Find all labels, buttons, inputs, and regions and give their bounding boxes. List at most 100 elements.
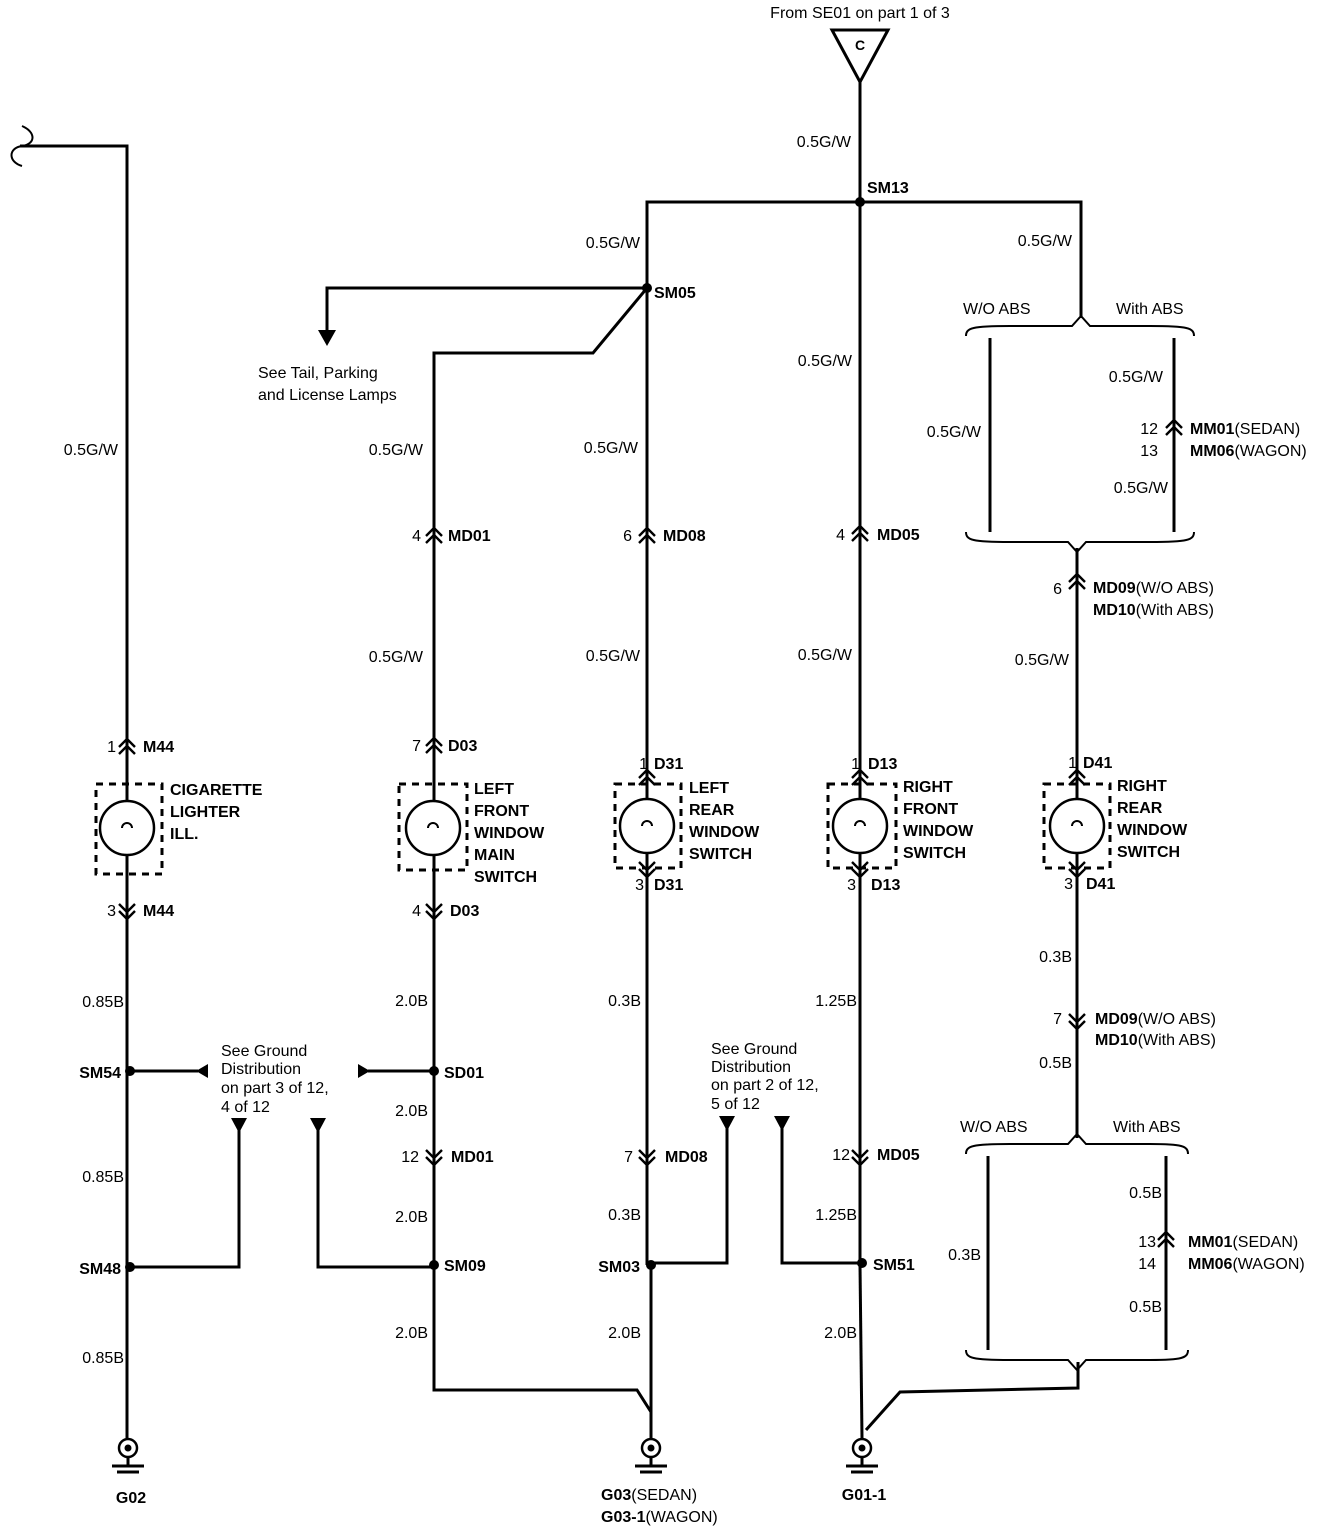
- bulb-icon: [618, 797, 676, 855]
- pin-number: 3: [635, 877, 644, 894]
- chevron-mm-upper: [1165, 418, 1183, 436]
- pin-number: 7: [1053, 1011, 1062, 1028]
- ground-g03: [635, 1437, 667, 1474]
- reference-ground-a: on part 3 of 12,: [221, 1080, 329, 1097]
- pin-number: 13: [1138, 1234, 1156, 1251]
- splice-label-sm05: SM05: [654, 285, 696, 302]
- pin-number: 6: [1053, 581, 1062, 598]
- reference-tail-lamps: See Tail, Parking: [258, 365, 378, 382]
- wire-label: 0.5G/W: [1114, 480, 1169, 497]
- source-connector: C: [829, 28, 891, 86]
- chevron-md08-top: [638, 526, 656, 544]
- connector-name: MD01: [451, 1149, 494, 1166]
- ground-label-g03: G03(SEDAN): [601, 1487, 697, 1504]
- wire-label: 0.85B: [82, 1350, 124, 1367]
- arrow-ground-a-right: [358, 1064, 370, 1078]
- wire-label: 0.5G/W: [369, 649, 424, 666]
- ground-label-g01-1: G01-1: [842, 1487, 887, 1504]
- splice-dots: [125, 197, 867, 1272]
- pin-number: 7: [624, 1149, 633, 1166]
- arrowheads: [196, 330, 790, 1133]
- splice-label-sm03: SM03: [598, 1259, 640, 1276]
- splice-dot-sm09: [429, 1260, 439, 1270]
- connector-name: D03: [450, 903, 479, 920]
- pin-number: 3: [1064, 876, 1073, 893]
- chevron-d31-bot: [638, 861, 656, 879]
- wire-label: 0.5B: [1039, 1055, 1072, 1072]
- wire-labels: 0.5G/W 0.5G/W 0.5G/W 0.5G/W 0.5G/W 0.5G/…: [64, 134, 1169, 1367]
- chevron-d41-top: [1068, 768, 1086, 786]
- wire-label: 0.85B: [82, 994, 124, 1011]
- option-labels: W/O ABS With ABS W/O ABS With ABS: [960, 301, 1184, 1136]
- wire-label: 0.5G/W: [369, 442, 424, 459]
- connector-name: MM06(WAGON): [1188, 1256, 1305, 1273]
- connector-name: M44: [143, 903, 174, 920]
- connector-name: MD05: [877, 527, 920, 544]
- chevron-md09-lower: [1068, 1013, 1086, 1031]
- reference-ground-a: Distribution: [221, 1061, 301, 1078]
- connector-name: MM01(SEDAN): [1188, 1234, 1298, 1251]
- pin-number: 4: [836, 527, 845, 544]
- chevron-md01-bot: [425, 1149, 443, 1167]
- bulb-icon: [404, 799, 462, 857]
- component-left-front-window-main-switch: [397, 782, 469, 872]
- bulb-icon: [1048, 797, 1106, 855]
- splice-label-sm54: SM54: [79, 1065, 121, 1082]
- connector-name: MD09(W/O ABS): [1093, 580, 1214, 597]
- connector-name: D41: [1083, 755, 1112, 772]
- wire-label: 0.5G/W: [798, 353, 853, 370]
- wire-label: 1.25B: [815, 1207, 857, 1224]
- component-name-left-rear-window-switch: LEFT REAR WINDOW SWITCH: [689, 780, 764, 863]
- chevron-md09-upper: [1068, 572, 1086, 590]
- connector-name: D31: [654, 877, 683, 894]
- wire-label: 0.5G/W: [1015, 652, 1070, 669]
- option-wo-abs: W/O ABS: [960, 1119, 1028, 1136]
- splice-label-sm09: SM09: [444, 1258, 486, 1275]
- option-braces: [965, 314, 1195, 1372]
- wire-label: 0.3B: [948, 1247, 981, 1264]
- pin-number: 1: [851, 756, 860, 773]
- chevron-md01-top: [425, 526, 443, 544]
- wire-label: 0.5B: [1129, 1299, 1162, 1316]
- reference-ground-b: on part 2 of 12,: [711, 1077, 819, 1094]
- chevron-mm-lower: [1157, 1230, 1175, 1248]
- splice-dot-sm03: [646, 1260, 656, 1270]
- connector-name: MD08: [663, 528, 706, 545]
- pin-number: 4: [412, 528, 421, 545]
- source-label: From SE01 on part 1 of 3: [770, 5, 950, 22]
- wire-label: 0.3B: [608, 1207, 641, 1224]
- connector-name: D41: [1086, 876, 1115, 893]
- component-name-right-front-window-switch: RIGHT FRONT WINDOW SWITCH: [903, 779, 978, 862]
- wire-label: 2.0B: [395, 1325, 428, 1342]
- connector-name: MD08: [665, 1149, 708, 1166]
- chevron-d03-bot: [425, 903, 443, 921]
- pin-number: 1: [639, 756, 648, 773]
- wire-label: 2.0B: [608, 1325, 641, 1342]
- connector-name: D31: [654, 756, 683, 773]
- pin-number: 1: [107, 739, 116, 756]
- splice-dot-sm13: [855, 197, 865, 207]
- component-right-front-window-switch: [826, 782, 898, 870]
- bulb-icon: [98, 799, 156, 857]
- chevron-d41-bot: [1068, 861, 1086, 879]
- splice-dot-sm05: [642, 283, 652, 293]
- splice-dot-sd01: [429, 1066, 439, 1076]
- arrow-ground-a-down-2: [310, 1118, 326, 1133]
- ground-label-g02: G02: [116, 1490, 146, 1507]
- wire-label: 0.5B: [1129, 1185, 1162, 1202]
- chevron-m44-top: [118, 737, 136, 755]
- wire-label: 0.5G/W: [586, 235, 641, 252]
- connector-name: D13: [871, 877, 900, 894]
- pin-number: 6: [623, 528, 632, 545]
- ground-g02: [112, 1437, 144, 1474]
- wire-label: 0.5G/W: [1109, 369, 1164, 386]
- pin-number: 7: [412, 738, 421, 755]
- wire-label: 0.3B: [608, 993, 641, 1010]
- wire-label: 0.5G/W: [584, 440, 639, 457]
- splice-label-sd01: SD01: [444, 1065, 484, 1082]
- ground-labels: G02 G03(SEDAN) G03-1(WAGON) G01-1: [116, 1487, 886, 1526]
- pin-number: 13: [1140, 443, 1158, 460]
- pin-number: 14: [1138, 1256, 1156, 1273]
- arrow-ground-b-down-2: [774, 1116, 790, 1131]
- component-cigarette-lighter-ill: [94, 782, 164, 876]
